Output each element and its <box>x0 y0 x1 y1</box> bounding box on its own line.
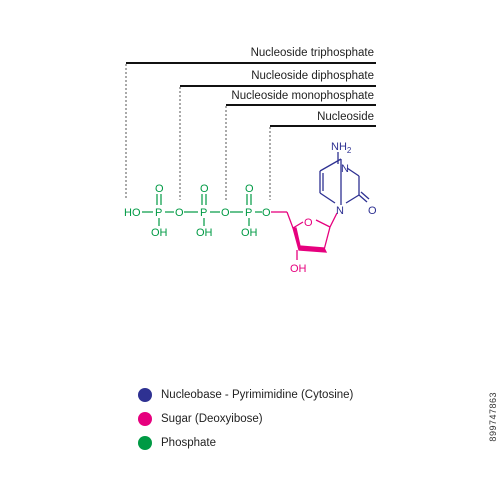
atom-oh1: OH <box>151 227 168 239</box>
phosphate-group: HO P O OH O P O OH O P O OH O <box>124 183 271 239</box>
bond <box>345 194 360 204</box>
atom-p1: P <box>155 207 162 219</box>
bond <box>286 211 294 229</box>
label-nucleoside-monophosphate: Nucleoside monophosphate <box>231 90 374 102</box>
legend-dot-phosphate <box>138 436 152 450</box>
atom-o-bridge1: O <box>175 207 184 219</box>
legend-item-sugar: Sugar (Deoxyibose) <box>138 410 353 428</box>
atom-o-top3: O <box>245 183 254 195</box>
legend-item-phosphate: Phosphate <box>138 434 353 452</box>
atom-nh2: NH2 <box>331 141 352 155</box>
dotted-leaders <box>125 64 271 200</box>
bond <box>329 212 338 228</box>
legend-dot-sugar <box>138 412 152 426</box>
phosphate-bonds <box>142 194 262 226</box>
label-nucleoside: Nucleoside <box>317 111 374 123</box>
ring-wedge <box>292 227 328 253</box>
label-nucleoside-triphosphate: Nucleoside triphosphate <box>251 47 374 59</box>
sugar-group <box>271 211 338 260</box>
bond <box>319 192 336 204</box>
atom-ho: HO <box>124 207 141 219</box>
atom-sugar-oh: OH <box>290 263 307 275</box>
bond <box>360 191 370 200</box>
atom-p3: P <box>245 207 252 219</box>
bond <box>323 226 331 251</box>
label-nucleoside-diphosphate: Nucleoside diphosphate <box>251 70 374 82</box>
atom-oh3: OH <box>241 227 258 239</box>
legend-label-sugar: Sugar (Deoxyibose) <box>161 413 263 425</box>
legend-dot-nucleobase <box>138 388 152 402</box>
atom-o-bridge2: O <box>221 207 230 219</box>
legend-label-phosphate: Phosphate <box>161 437 216 449</box>
legend-label-nucleobase: Nucleobase - Pyrimimidine (Cytosine) <box>161 389 354 401</box>
atom-sugar-o: O <box>304 217 313 229</box>
legend: Nucleobase - Pyrimimidine (Cytosine) Sug… <box>138 386 353 458</box>
bond <box>319 158 342 172</box>
atom-o-bridge3: O <box>262 207 271 219</box>
bond <box>315 219 331 228</box>
atom-base-o: O <box>368 205 377 217</box>
atom-n3: N <box>341 163 349 175</box>
atom-p2: P <box>200 207 207 219</box>
bracket-lines <box>126 62 376 127</box>
bond <box>292 221 304 229</box>
stock-id: 899747863 <box>488 392 498 442</box>
atom-oh2: OH <box>196 227 213 239</box>
legend-item-nucleobase: Nucleobase - Pyrimimidine (Cytosine) <box>138 386 353 404</box>
bond <box>346 167 360 177</box>
base-group <box>319 152 370 205</box>
atom-o-top1: O <box>155 183 164 195</box>
atom-o-top2: O <box>200 183 209 195</box>
atom-n1: N <box>336 205 344 217</box>
bond <box>358 194 368 203</box>
